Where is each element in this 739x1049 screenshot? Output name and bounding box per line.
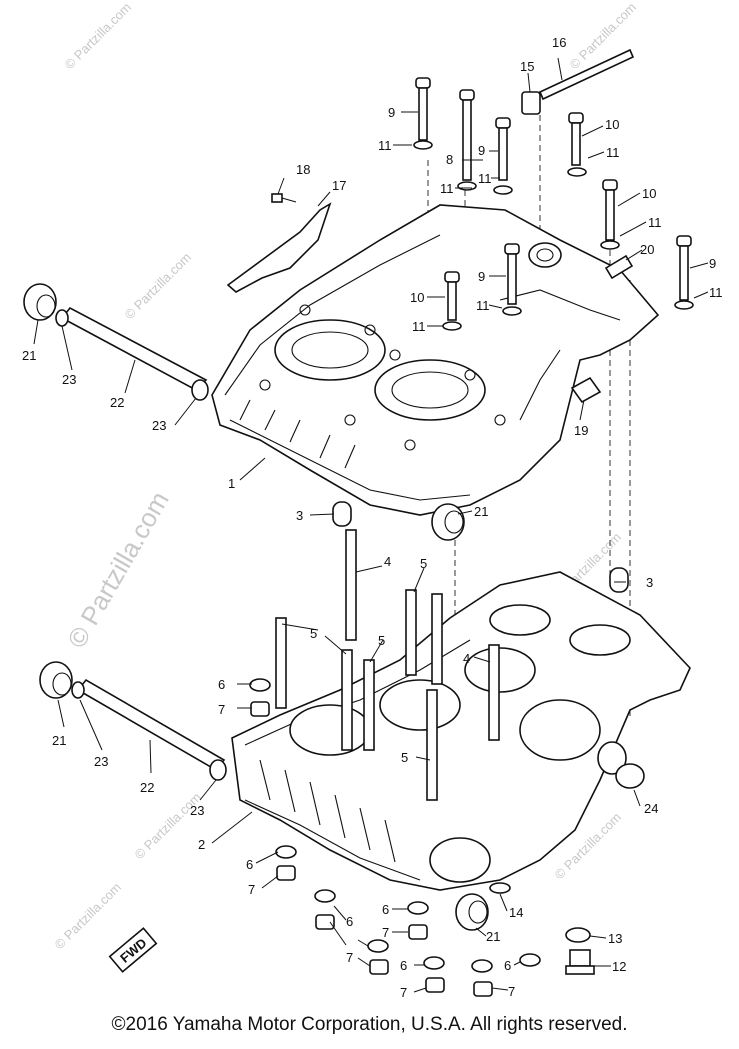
- callout-20: 20: [640, 242, 654, 257]
- upper-bolts: [413, 77, 694, 331]
- callout-9: 9: [709, 256, 716, 271]
- callout-11: 11: [606, 145, 620, 160]
- callout-21: 21: [22, 348, 36, 363]
- callout-7: 7: [400, 985, 407, 1000]
- callout-15: 15: [520, 59, 534, 74]
- callout-13: 13: [608, 931, 622, 946]
- callout-6: 6: [218, 677, 225, 692]
- callout-23: 23: [62, 372, 76, 387]
- callout-19: 19: [574, 423, 588, 438]
- dowel-pin-part: [609, 567, 629, 593]
- callout-5: 5: [310, 626, 317, 641]
- fwd-direction-badge: FWD: [108, 927, 158, 973]
- callout-11: 11: [440, 181, 454, 196]
- watermark-small: © Partzilla.com: [567, 0, 640, 72]
- bushing-21-part: [431, 503, 465, 541]
- callout-11: 11: [476, 298, 490, 313]
- callout-16: 16: [552, 35, 566, 50]
- callout-10: 10: [605, 117, 619, 132]
- watermark-small: © Partzilla.com: [62, 0, 135, 72]
- callout-11: 11: [478, 171, 492, 186]
- callout-12: 12: [612, 959, 626, 974]
- cover-plate-part: [226, 202, 332, 293]
- callout-6: 6: [346, 914, 353, 929]
- callout-3: 3: [646, 575, 653, 590]
- callout-3: 3: [296, 508, 303, 523]
- bushing-21-part: [455, 893, 489, 931]
- callout-1: 1: [228, 476, 235, 491]
- upper-crankcase: [211, 204, 660, 516]
- callout-5: 5: [420, 556, 427, 571]
- callout-18: 18: [296, 162, 310, 177]
- upper-pipe-assembly: [23, 283, 209, 401]
- callout-23: 23: [190, 803, 204, 818]
- callout-5: 5: [378, 633, 385, 648]
- lower-studs: [275, 529, 500, 801]
- callout-6: 6: [246, 857, 253, 872]
- callout-7: 7: [218, 702, 225, 717]
- clip-20-part: [604, 254, 634, 280]
- callout-10: 10: [642, 186, 656, 201]
- callout-4: 4: [384, 554, 391, 569]
- callout-22: 22: [110, 395, 124, 410]
- watermark-small: © Partzilla.com: [132, 790, 205, 863]
- callout-7: 7: [248, 882, 255, 897]
- callout-11: 11: [709, 285, 723, 300]
- block-19-part: [570, 376, 602, 404]
- callout-9: 9: [478, 143, 485, 158]
- dowel-pin-part: [332, 501, 352, 527]
- shaft-16-part: [521, 48, 635, 115]
- lower-pipe-assembly: [39, 661, 227, 781]
- callout-23: 23: [94, 754, 108, 769]
- callout-numbers: 1 2 3 3 4 4 5 5 5 5 6 6 6 6 6 6 7 7 7 7 …: [22, 35, 723, 1000]
- gasket-13-part: [565, 927, 591, 943]
- callout-5: 5: [401, 750, 408, 765]
- callout-23: 23: [152, 418, 166, 433]
- callout-22: 22: [140, 780, 154, 795]
- callout-21: 21: [486, 929, 500, 944]
- callout-17: 17: [332, 178, 346, 193]
- callout-14: 14: [509, 905, 523, 920]
- washers-and-nuts: [249, 678, 541, 997]
- watermark-large: © Partzilla.com: [61, 486, 175, 653]
- callout-11: 11: [648, 215, 662, 230]
- callout-4: 4: [463, 651, 470, 666]
- lower-crankcase: [231, 571, 691, 891]
- callout-10: 10: [410, 290, 424, 305]
- callout-6: 6: [382, 902, 389, 917]
- callout-8: 8: [446, 152, 453, 167]
- callout-6: 6: [400, 958, 407, 973]
- watermark-small: © Partzilla.com: [122, 250, 195, 323]
- callout-21: 21: [474, 504, 488, 519]
- seal-14-part: [489, 882, 511, 894]
- callout-7: 7: [508, 984, 515, 999]
- plug-24-part: [615, 763, 645, 789]
- callout-11: 11: [412, 319, 426, 334]
- callout-6: 6: [504, 958, 511, 973]
- copyright-notice: ©2016 Yamaha Motor Corporation, U.S.A. A…: [111, 1014, 628, 1035]
- callout-21: 21: [52, 733, 66, 748]
- drain-plug-12-part: [565, 949, 595, 975]
- watermark-small: © Partzilla.com: [52, 880, 125, 953]
- callout-24: 24: [644, 801, 658, 816]
- bolt-18-part: [271, 193, 297, 203]
- callout-11: 11: [378, 138, 392, 153]
- callout-9: 9: [478, 269, 485, 284]
- leader-lines: [33, 57, 709, 993]
- callout-9: 9: [388, 105, 395, 120]
- callout-2: 2: [198, 837, 205, 852]
- callout-7: 7: [382, 925, 389, 940]
- callout-7: 7: [346, 950, 353, 965]
